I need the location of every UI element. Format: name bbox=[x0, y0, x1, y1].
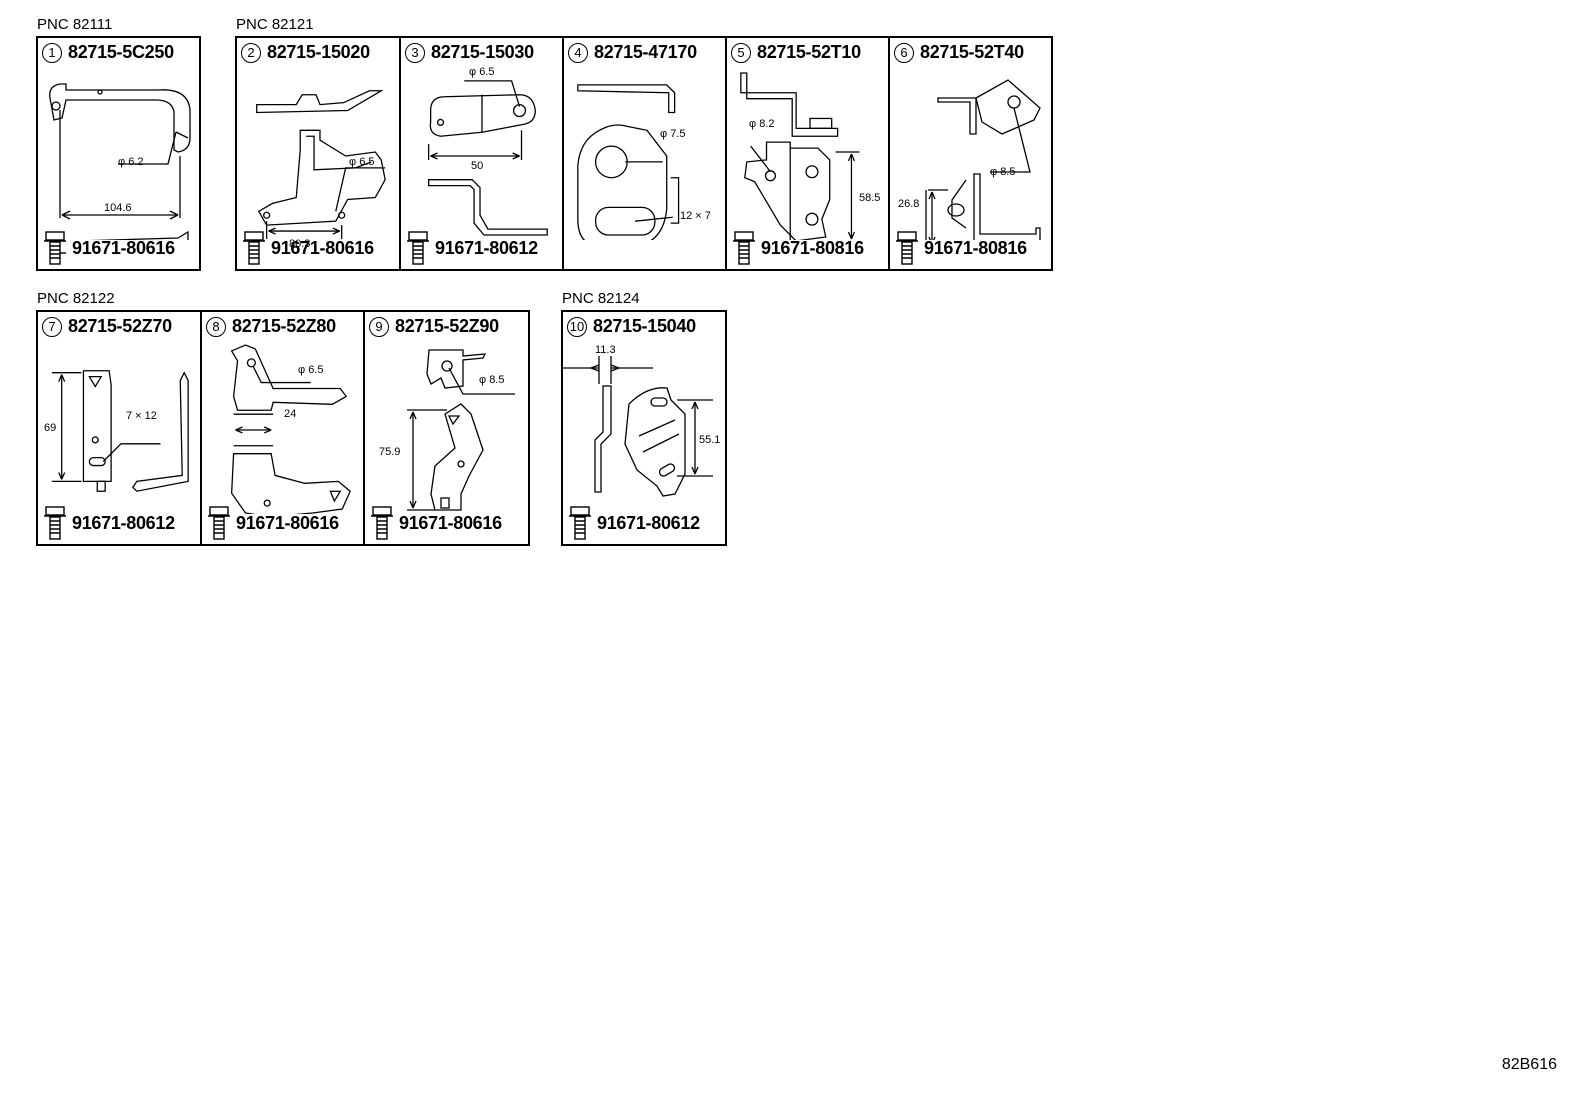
bolt-part-number: 91671-80816 bbox=[761, 237, 864, 258]
callout-number: 6 bbox=[894, 42, 914, 63]
bolt-callout: 91671-80816 bbox=[896, 231, 1027, 265]
bolt-part-number: 91671-80616 bbox=[399, 512, 502, 533]
callout-number: 10 bbox=[567, 316, 587, 337]
bolt-part-number: 91671-80612 bbox=[597, 512, 700, 533]
dim-length: 24 bbox=[284, 408, 297, 420]
bolt-icon bbox=[243, 231, 265, 265]
bracket-drawing: φ 8.5 75.9 bbox=[365, 344, 528, 514]
bracket-drawing: φ 8.5 26.8 bbox=[890, 70, 1051, 247]
bolt-part-number: 91671-80616 bbox=[271, 237, 374, 258]
dim-height: 26.8 bbox=[898, 198, 920, 210]
bolt-callout: 91671-80816 bbox=[733, 231, 864, 265]
bolt-icon bbox=[44, 231, 66, 265]
part-cell-9[interactable]: 9 82715-52Z90 φ 8.5 75.9 91671-80616 bbox=[365, 312, 528, 544]
callout-number: 1 bbox=[42, 42, 62, 63]
pnc-label-82121: PNC 82121 bbox=[236, 16, 314, 33]
callout-number: 3 bbox=[405, 42, 425, 63]
callout-number: 8 bbox=[206, 316, 226, 337]
dim-slot: 12 × 7 bbox=[680, 210, 711, 222]
callout-number: 4 bbox=[568, 42, 588, 63]
bracket-drawing: 7 × 12 69 bbox=[38, 344, 200, 514]
callout-number: 9 bbox=[369, 316, 389, 337]
bracket-drawing: φ 6.5 24 bbox=[202, 344, 363, 518]
dim-hole: φ 6.5 bbox=[469, 66, 495, 78]
bracket-drawing: φ 6.2 104.6 bbox=[38, 70, 199, 249]
group-pnc-82111: 1 82715-5C250 φ 6.2 104.6 91671-80616 bbox=[36, 36, 201, 271]
bolt-part-number: 91671-80612 bbox=[72, 512, 175, 533]
bolt-callout: 91671-80616 bbox=[44, 231, 175, 265]
dim-hole: φ 6.2 bbox=[118, 156, 144, 168]
dim-hole: φ 8.5 bbox=[990, 166, 1016, 178]
part-number: 82715-52Z70 bbox=[68, 316, 172, 336]
dim-height: 69 bbox=[44, 422, 57, 434]
bolt-icon bbox=[733, 231, 755, 265]
dim-height: 75.9 bbox=[379, 446, 401, 458]
bolt-callout: 91671-80616 bbox=[208, 506, 339, 540]
part-cell-4[interactable]: 4 82715-47170 φ 7.5 12 × 7 bbox=[564, 38, 727, 269]
bracket-drawing: φ 8.2 58.5 bbox=[727, 70, 888, 242]
part-cell-7[interactable]: 7 82715-52Z70 7 × 12 69 91671-80612 bbox=[38, 312, 202, 544]
bolt-part-number: 91671-80612 bbox=[435, 237, 538, 258]
part-number: 82715-15040 bbox=[593, 316, 696, 336]
bolt-part-number: 91671-80616 bbox=[236, 512, 339, 533]
part-number: 82715-47170 bbox=[594, 42, 697, 62]
bolt-callout: 91671-80612 bbox=[407, 231, 538, 265]
part-number: 82715-52Z80 bbox=[232, 316, 336, 336]
part-cell-6[interactable]: 6 82715-52T40 φ 8.5 26.8 91671-80816 bbox=[890, 38, 1051, 269]
callout-number: 5 bbox=[731, 42, 751, 63]
part-number: 82715-52Z90 bbox=[395, 316, 499, 336]
dim-length: 104.6 bbox=[104, 202, 132, 214]
dim-hole: φ 6.5 bbox=[298, 364, 324, 376]
illustration-reference-code: 82B616 bbox=[1501, 1056, 1557, 1073]
part-cell-2[interactable]: 2 82715-15020 φ 6.5 80.3 91671-80616 bbox=[237, 38, 401, 269]
dim-width: 11.3 bbox=[595, 344, 616, 356]
part-cell-3[interactable]: 3 82715-15030 φ 6.5 50 91671-80612 bbox=[401, 38, 564, 269]
part-number: 82715-52T10 bbox=[757, 42, 861, 62]
bolt-icon bbox=[569, 506, 591, 540]
pnc-label-82124: PNC 82124 bbox=[562, 290, 640, 307]
bracket-drawing: φ 6.5 50 bbox=[401, 66, 562, 240]
part-number: 82715-5C250 bbox=[68, 42, 174, 62]
bolt-callout: 91671-80612 bbox=[44, 506, 175, 540]
group-pnc-82121: 2 82715-15020 φ 6.5 80.3 91671-80616 3 827… bbox=[235, 36, 1053, 271]
bolt-part-number: 91671-80616 bbox=[72, 237, 175, 258]
part-cell-5[interactable]: 5 82715-52T10 φ 8.2 58.5 91671-80816 bbox=[727, 38, 890, 269]
dim-hole: φ 7.5 bbox=[660, 128, 686, 140]
group-pnc-82122: 7 82715-52Z70 7 × 12 69 91671-80612 8 8271… bbox=[36, 310, 530, 546]
dim-height: 55.1 bbox=[699, 434, 721, 446]
bolt-icon bbox=[407, 231, 429, 265]
pnc-label-82111: PNC 82111 bbox=[37, 16, 113, 33]
bolt-callout: 91671-80612 bbox=[569, 506, 700, 540]
pnc-label-82122: PNC 82122 bbox=[37, 290, 115, 307]
bolt-callout: 91671-80616 bbox=[371, 506, 502, 540]
bolt-icon bbox=[208, 506, 230, 540]
bolt-icon bbox=[896, 231, 918, 265]
dim-hole: φ 8.2 bbox=[749, 118, 775, 130]
dim-hole: φ 6.5 bbox=[349, 156, 375, 168]
group-pnc-82124: 10 82715-15040 11.3 55.1 91671-80612 bbox=[561, 310, 727, 546]
bolt-icon bbox=[371, 506, 393, 540]
dim-length: 80.3 bbox=[289, 238, 311, 250]
dim-hole: φ 8.5 bbox=[479, 374, 505, 386]
bracket-drawing: 11.3 55.1 bbox=[563, 344, 725, 514]
part-cell-1[interactable]: 1 82715-5C250 φ 6.2 104.6 91671-80616 bbox=[38, 38, 199, 269]
bolt-callout: 91671-80616 bbox=[243, 231, 374, 265]
part-cell-10[interactable]: 10 82715-15040 11.3 55.1 91671-80612 bbox=[563, 312, 725, 544]
callout-number: 2 bbox=[241, 42, 261, 63]
bolt-part-number: 91671-80816 bbox=[924, 237, 1027, 258]
dim-length: 50 bbox=[471, 160, 484, 172]
dim-height: 58.5 bbox=[859, 192, 881, 204]
dim-slot: 7 × 12 bbox=[126, 410, 157, 422]
bracket-drawing: φ 7.5 12 × 7 bbox=[564, 70, 725, 248]
callout-number: 7 bbox=[42, 316, 62, 337]
part-number: 82715-15020 bbox=[267, 42, 370, 62]
part-number: 82715-15030 bbox=[431, 42, 534, 62]
bolt-icon bbox=[44, 506, 66, 540]
bracket-drawing: φ 6.5 80.3 bbox=[237, 70, 399, 250]
part-cell-8[interactable]: 8 82715-52Z80 φ 6.5 24 91671-80616 bbox=[202, 312, 365, 544]
part-number: 82715-52T40 bbox=[920, 42, 1024, 62]
